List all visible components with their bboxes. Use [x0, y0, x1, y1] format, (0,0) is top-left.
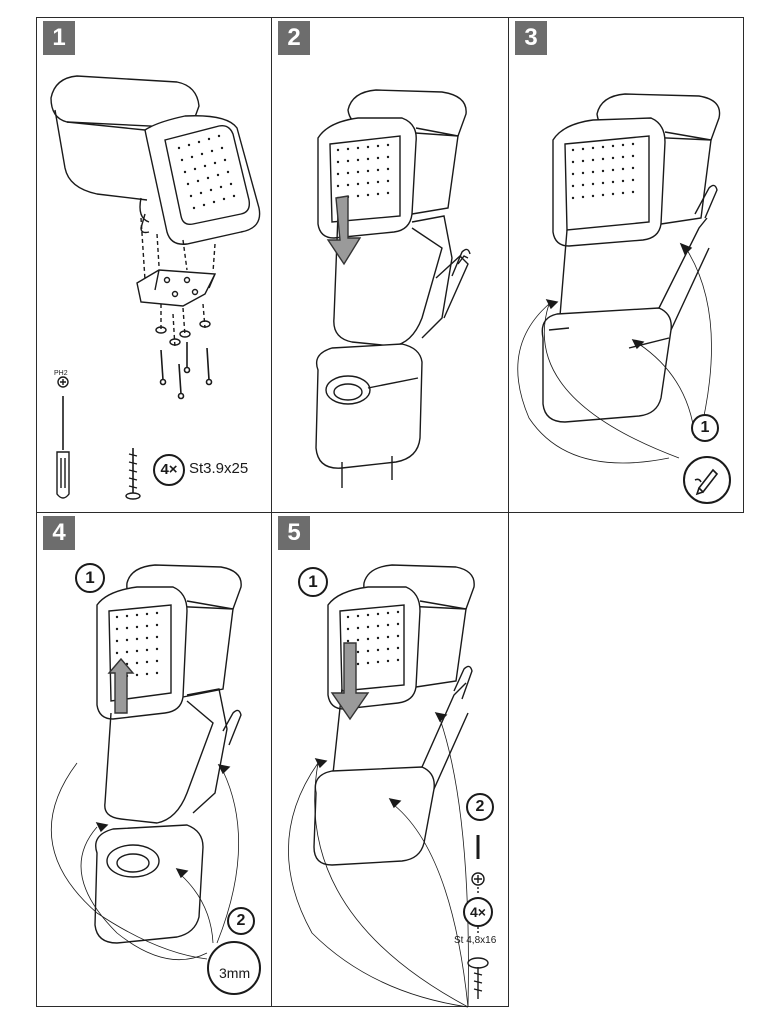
step-3-badge: 3: [515, 21, 547, 55]
step-2-panel: 2: [271, 17, 509, 513]
screw-quantity-badge: 4×: [153, 454, 185, 486]
screw-spec-label: St 4,8x16: [454, 935, 497, 946]
step-5-panel: 5: [271, 512, 509, 1008]
armrest-final-fixing-illustration: [288, 564, 489, 1008]
perforation-dots: [336, 143, 390, 200]
screw-spec-label: St3.9x25: [189, 460, 249, 477]
step-2-badge: 2: [278, 21, 310, 55]
bolt-icon: [467, 835, 489, 999]
step-4-panel: 4 1 2 3mm: [36, 512, 272, 1007]
sub-step-1-badge: 1: [75, 563, 105, 593]
sub-step-2-badge: 2: [227, 907, 255, 935]
armrest-mark-position-illustration: [517, 93, 721, 464]
gap-label: 3mm: [219, 965, 251, 981]
pencil-mark-icon: [683, 456, 731, 504]
step-3-panel: 3 1: [508, 17, 744, 513]
screwdriver-size-label: PH2: [54, 370, 68, 377]
gap-measure-icon: [207, 941, 261, 995]
step-5-badge: 5: [278, 516, 310, 550]
armrest-lid-insert-illustration: [315, 89, 471, 488]
perforation-dots: [571, 142, 635, 200]
armrest-lift-illustration: [50, 564, 242, 961]
armrest-exploded-illustration: [50, 75, 261, 500]
screw-quantity-badge: 4×: [463, 897, 493, 927]
screw-icon: [125, 448, 141, 500]
screws: [159, 342, 213, 400]
sub-step-1-badge: 1: [691, 414, 719, 442]
step-1-badge: 1: [43, 21, 75, 55]
screwdriver-icon: [56, 376, 70, 499]
step-1-panel: 1: [36, 17, 272, 513]
washers: [155, 320, 211, 346]
sub-step-2-badge: 2: [466, 793, 494, 821]
sub-step-1-badge: 1: [298, 567, 328, 597]
step-4-badge: 4: [43, 516, 75, 550]
perforation-dots: [177, 134, 236, 210]
